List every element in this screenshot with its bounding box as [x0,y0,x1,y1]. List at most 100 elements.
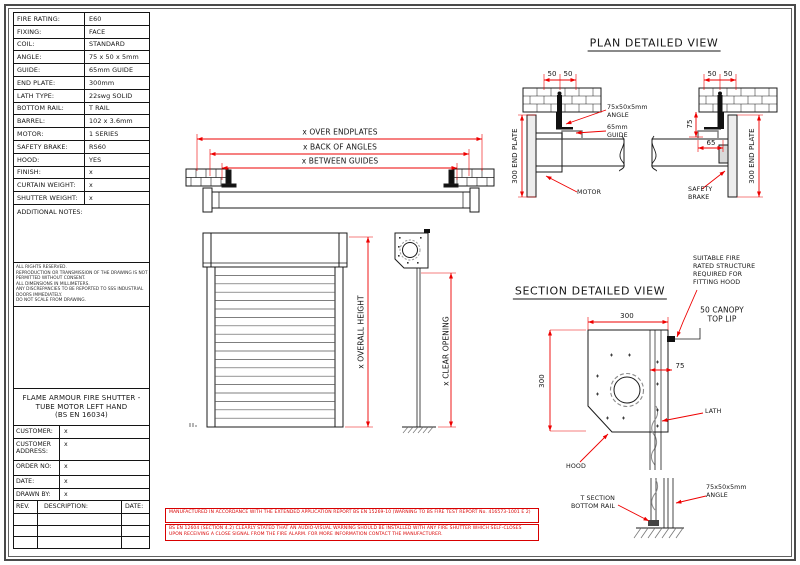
spec-row: FINISH:x [14,166,149,180]
rev-col-header: REV. [14,501,38,513]
title-block: FLAME ARMOUR FIRE SHUTTER - TUBE MOTOR L… [13,389,150,549]
spec-row: SAFETY BRAKE: RS60 [14,140,149,154]
spec-value: x [89,194,93,203]
drawn-by-row: DRAWN BY: x [14,488,149,500]
warning-box-2: BS EN 12604 (SECTION 4.2) CLEARLY STATED… [165,524,539,541]
spec-row: FIXING:FACE [14,25,149,39]
dim-50: 50 [563,70,573,78]
fire-structure-note: SUITABLE FIRE [693,255,741,262]
front-elevation-linework [202,232,348,428]
assembly-view-linework [185,168,495,213]
elevation-corner-mark [189,423,197,427]
drawing-title-line3: (BS EN 16034) [55,411,108,420]
spec-row: GUIDE:65mm GUIDE [14,64,149,77]
field-label: CUSTOMER ADDRESS: [14,439,60,460]
dim-65: 65 [706,139,716,147]
field-label: DATE: [14,476,60,488]
fire-structure-note: FITTING HOOD [693,279,741,286]
plan-left-detail [522,87,625,198]
spec-value: 102 x 3.6mm [89,117,133,126]
fine-print-line: DOORS IMMEDIATELY. [16,292,63,298]
dim-300-left: 300 [538,374,546,388]
dim-50: 50 [707,70,717,78]
angle-callout: ANGLE [607,112,629,119]
dim-300-top: 300 [620,312,634,320]
overall-height-dimension [345,236,373,428]
bottom-rail-callout: BOTTOM RAIL [570,503,615,510]
lath-callout: LATH [705,408,722,415]
spec-value: E60 [89,14,102,23]
spec-label: END PLATE: [14,76,85,89]
dim-75: 75 [686,119,694,129]
spec-value: STANDARD [89,40,125,49]
warning-line: MANUFACTURED IN ACCORDANCE WITH THE EXTE… [169,510,531,515]
safety-brake-callout: SAFETY [688,186,713,193]
spec-value: x [89,181,93,190]
spec-value: 1 SERIES [89,130,119,139]
fine-print-line: ALL RIGHTS RESERVED. [16,265,67,270]
spec-row: LATH TYPE: 22swg SOLID [14,89,149,103]
section-linework [587,328,701,539]
angle-callout-section: 75x50x5mm [706,484,747,491]
field-value: x [64,428,68,435]
dim-clear-opening: x CLEAR OPENING [441,316,451,386]
bottom-rail-callout: T SECTION [580,495,615,502]
date-row: DATE: x [14,475,149,488]
spec-label: SAFETY BRAKE: [14,140,85,153]
field-value: x [64,478,68,485]
customer-row: CUSTOMER: x [14,425,149,438]
dim-300-end-plate-right: 300 END PLATE [748,128,756,184]
clear-opening-dimension [421,272,456,428]
safety-brake-callout: BRAKE [688,194,710,201]
warning-line: BS EN 12604 (SECTION 4.2) CLEARLY STATED… [169,526,522,531]
spec-value: YES [89,155,102,164]
rev-row-empty [14,513,149,525]
spec-row: MOTOR:1 SERIES [14,128,149,141]
hood-callout: HOOD [566,463,586,470]
dim-back-of-angles: x BACK OF ANGLES [303,142,377,152]
spec-label: LATH TYPE: [14,89,85,102]
plan-view-title: PLAN DETAILED VIEW [587,36,721,52]
description-col-header: DESCRIPTION: [38,501,122,513]
sheet-border-outer [4,4,796,561]
plan-right-dimensions [689,74,763,198]
spec-value: 65mm GUIDE [89,66,134,75]
dim-between-guides: x BETWEEN GUIDES [301,156,379,166]
spec-value: 75 x 50 x 5mm [89,53,139,62]
sheet-border-inner [8,8,792,557]
dim-overall-height: x OVERALL HEIGHT [356,295,366,369]
date-col-header: DATE: [125,503,144,510]
spec-table: FIRE RATING:E60 FIXING:FACE COIL:STANDAR… [13,12,150,205]
spec-row: BOTTOM RAIL:T RAIL [14,102,149,116]
spec-value: 22swg SOLID [89,91,133,100]
dim-50: 50 [723,70,733,78]
spec-value: 300mm [89,78,115,87]
spec-row: COIL:STANDARD [14,38,149,52]
dim-over-endplates: x OVER ENDPLATES [302,127,378,137]
spec-label: ANGLE: [14,51,85,64]
spec-row: END PLATE: 300mm [14,76,149,90]
additional-notes-box: ADDITIONAL NOTES: ALL RIGHTS RESERVED. R… [13,205,150,389]
order-no-row: ORDER NO: x [14,460,149,475]
drawing-title-line1: FLAME ARMOUR FIRE SHUTTER - [22,394,141,403]
spec-value: RS60 [89,142,107,151]
fine-print: ALL RIGHTS RESERVED. REPRODUCTION OR TRA… [14,262,149,307]
field-value: x [64,463,68,470]
spec-row: SHUTTER WEIGHT: x [14,192,149,204]
motor-callout: MOTOR [577,189,602,196]
section-view-title: SECTION DETAILED VIEW [512,284,668,300]
plan-right-detail [651,87,778,198]
additional-notes-label: ADDITIONAL NOTES: [17,208,83,216]
guide-callout: 65mm [607,124,628,131]
rev-row-empty [14,536,149,549]
plan-left-dimensions [518,74,607,198]
guide-callout: GUIDE [607,132,628,139]
rev-header: REV. DESCRIPTION: DATE: [14,500,149,513]
fine-print-line: ANY DISCREPANCIES TO BE REPORTED TO SSS … [16,287,144,292]
spec-label: SHUTTER WEIGHT: [14,192,85,204]
rev-row-empty [14,524,149,537]
spec-row: HOOD:YES [14,153,149,167]
angle-callout-section: ANGLE [706,492,728,499]
spec-value: T RAIL [89,104,110,113]
